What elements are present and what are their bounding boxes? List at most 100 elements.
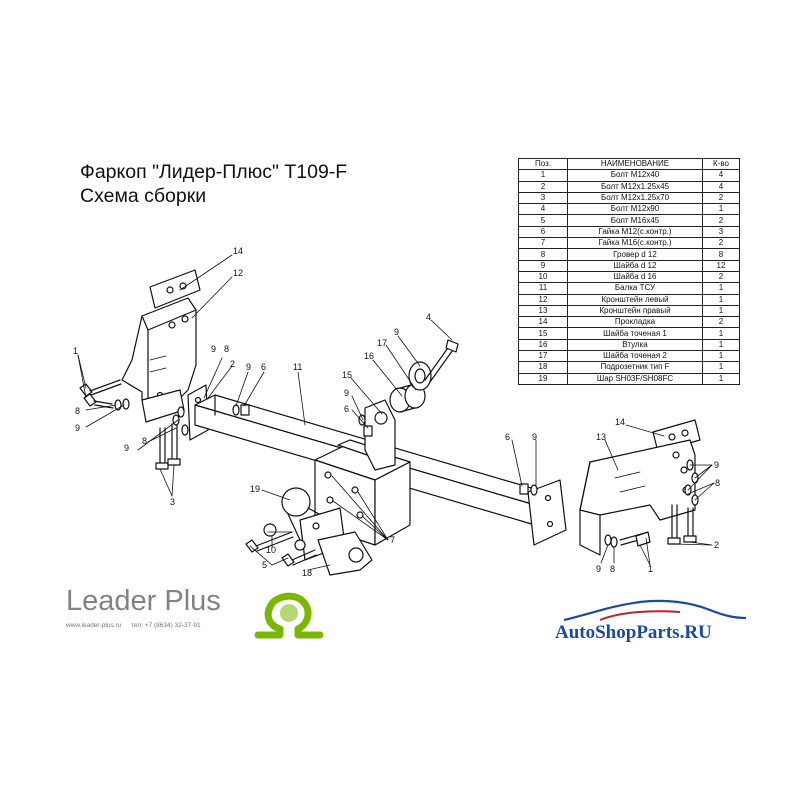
header-name: НАИМЕНОВАНИЕ [567,157,703,171]
row-pos: 4 [518,203,568,216]
left-gasket-part [149,269,201,309]
row-qty: 1 [702,327,740,340]
autoshopparts-watermark: AutoShopParts.RU [555,596,755,656]
row-pos: 16 [518,338,568,352]
row-name: Прокладка [567,316,703,329]
row-name: Болт М12х1.25х45 [567,180,703,193]
diagram-title: Фаркоп "Лидер-Плюс" Т109-F Схема сборки [80,160,347,208]
row-name: Шайба точеная 2 [567,350,703,363]
callout-1-left: 1 [73,346,78,356]
row-name: Кронштейн левый [567,293,703,306]
callout-9-nut: 9 [246,362,251,372]
row-pos: 15 [518,327,568,340]
row-pos: 18 [518,361,568,374]
logo-brand-text: Leader Plus [66,585,221,617]
row-pos: 2 [518,180,568,193]
watermark-text: AutoShopParts.RU [555,622,712,643]
row-pos: 5 [518,214,568,227]
leader-plus-logo: Leader Plus www.leader-plus.ru тел. +7 (… [66,585,326,645]
row-name: Болт М12х1.25х70 [567,191,703,205]
header-pos: Поз. [518,157,568,171]
callout-5: 5 [262,560,267,570]
callout-11: 11 [293,362,302,372]
callout-1-right: 1 [648,564,653,574]
row-name: Болт М12х90 [567,203,703,216]
callout-4: 4 [426,312,431,322]
row-pos: 19 [518,372,568,385]
row-pos: 12 [518,293,568,306]
callout-19: 19 [250,484,260,494]
callout-2-right: 2 [714,540,719,550]
row-qty: 12 [702,259,740,272]
row-qty: 1 [702,338,740,352]
callout-3: 3 [170,497,175,507]
row-pos: 1 [518,169,568,182]
callout-numbers: 14 12 1 8 9 9 8 3 9 8 2 9 6 11 4 9 17 16… [73,246,720,578]
row-pos: 17 [518,350,568,363]
callout-12: 12 [233,268,243,278]
callout-2-left: 2 [230,359,235,369]
row-name: Гайка М12(с.контр.) [567,225,703,239]
bolts-5 [245,523,317,567]
callout-17: 17 [377,338,387,348]
turned-washer-part [408,361,432,391]
row-pos: 14 [518,316,568,329]
callout-8-left: 8 [75,406,80,416]
row-name: Шар SH03F/SH08FC [567,372,703,385]
title-line-1: Фаркоп "Лидер-Плюс" Т109-F [80,161,348,183]
row-qty: 1 [702,361,740,374]
row-qty: 1 [702,293,740,306]
callout-14-left: 14 [233,246,243,256]
callout-15: 15 [342,370,352,380]
callout-8-right-stack: 8 [715,478,720,488]
row-pos: 8 [518,248,568,261]
logo-contacts: www.leader-plus.ru тел. +7 (8634) 32-37-… [66,622,209,629]
sleeve-part [389,383,426,413]
row-qty: 8 [702,248,740,261]
row-name: Шайба точеная 1 [567,327,703,340]
left-bolts-1 [79,379,130,411]
callout-8-left2: 8 [142,436,147,446]
row-qty: 1 [702,203,740,216]
parts-table-header: Поз. НАИМЕНОВАНИЕ К-во [518,157,740,171]
row-name: Болт М12х40 [567,169,703,182]
callout-6-center: 6 [344,404,349,414]
row-pos: 11 [518,282,568,295]
logo-website: www.leader-plus.ru [66,622,122,629]
socket-bracket-part [317,531,373,576]
left-bolts-3 [155,423,181,470]
row-qty: 1 [702,372,740,385]
row-qty: 2 [702,191,740,205]
row-qty: 2 [702,237,740,250]
callout-14-right: 14 [615,417,625,427]
row-name: Шайба d 12 [567,259,703,272]
row-name: Балка ТСУ [567,282,703,295]
left-nuts-6 [172,404,250,436]
right-bolts-1 [619,531,651,547]
row-name: Подрозетник тип F [567,361,703,374]
row-qty: 2 [702,270,740,284]
callout-9-top: 9 [394,327,399,337]
row-name: Кронштейн правый [567,304,703,318]
header-qty: К-во [702,157,740,171]
row-pos: 3 [518,191,568,205]
logo-phone: тел. +7 (8634) 32-37-91 [131,622,201,629]
row-name: Втулка [567,338,703,352]
left-bracket-part [121,297,197,423]
callout-18: 18 [302,568,312,578]
row-qty: 1 [702,350,740,363]
row-qty: 4 [702,169,740,182]
socket-plate-part [364,399,396,471]
